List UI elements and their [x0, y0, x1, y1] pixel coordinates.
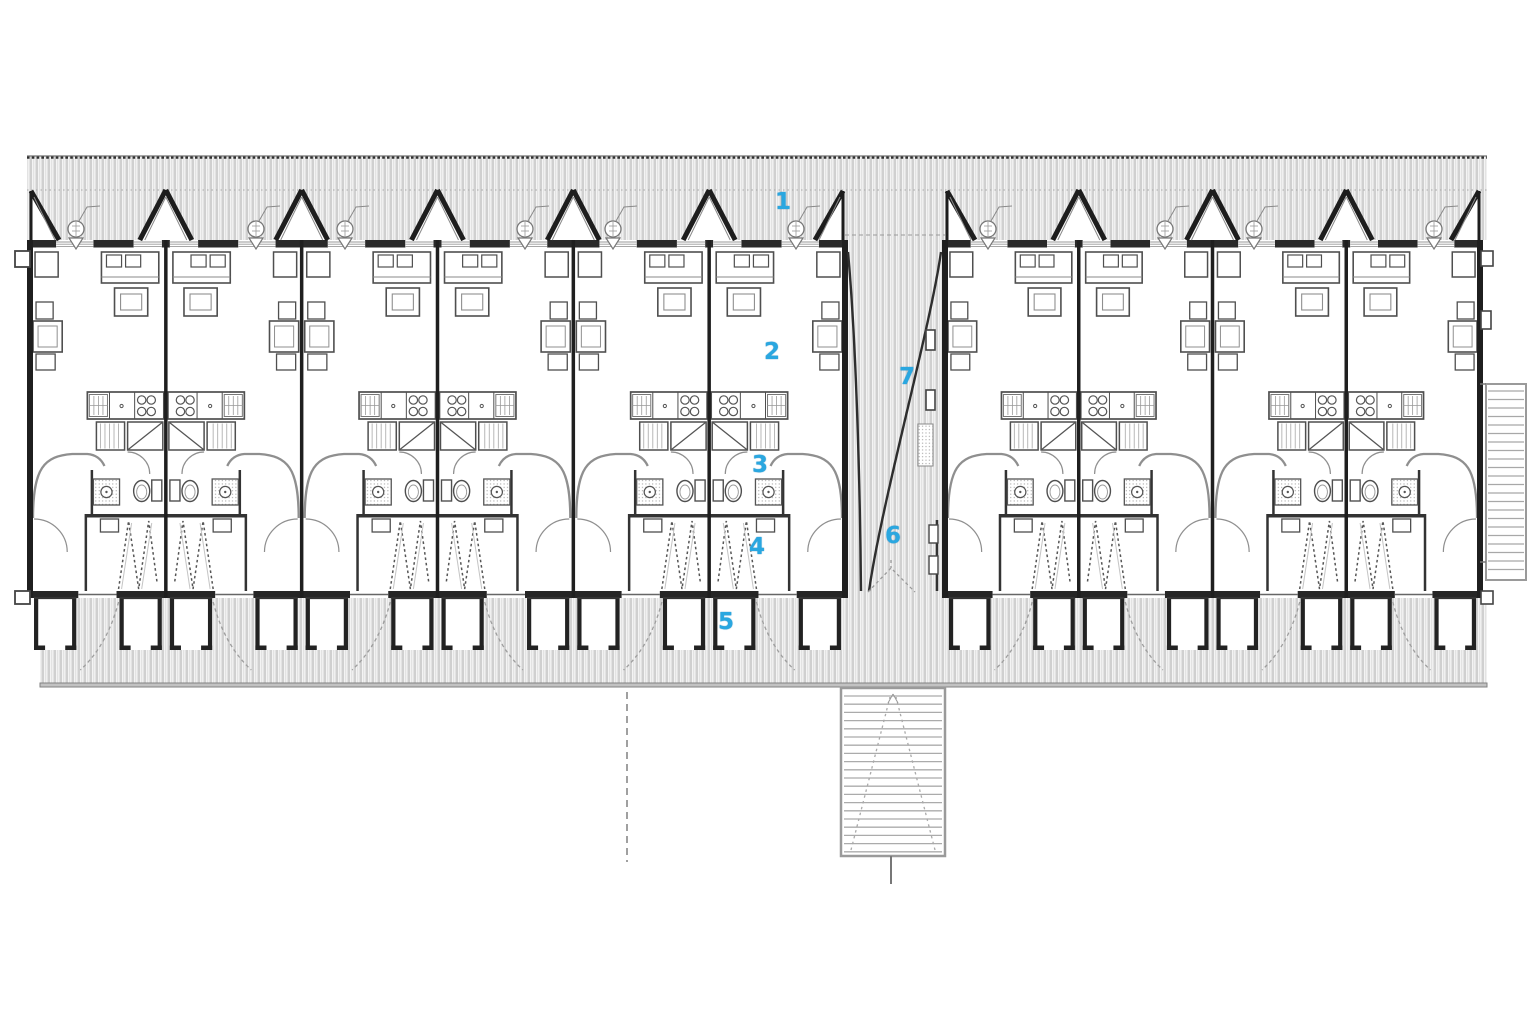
dwelling-unit — [1212, 240, 1347, 671]
plan-label-6: 6 — [884, 523, 902, 549]
dwelling-unit — [709, 240, 845, 671]
unit-walls — [27, 240, 1483, 598]
dwelling-unit — [945, 240, 1079, 671]
plan-label-4: 4 — [748, 534, 766, 560]
dwelling-unit — [30, 240, 166, 671]
dwelling-unit — [437, 240, 574, 671]
dwelling-unit — [1078, 240, 1213, 671]
exterior-stair-bottom — [839, 686, 947, 884]
dwelling-unit — [301, 240, 438, 671]
plan-annotations — [14, 250, 1494, 862]
plan-label-2: 2 — [763, 339, 781, 365]
dwelling-unit — [1346, 240, 1480, 671]
roof-gables — [28, 188, 1482, 242]
dwelling-unit — [165, 240, 302, 671]
plan-label-7: 7 — [898, 364, 916, 390]
plan-label-1: 1 — [774, 189, 792, 215]
plan-label-3: 3 — [751, 452, 769, 478]
central-walkway — [846, 251, 943, 593]
roof-drains — [67, 205, 1459, 251]
plan-label-5: 5 — [717, 609, 735, 635]
dwelling-unit — [573, 240, 710, 671]
exterior-stair-right — [1480, 383, 1527, 581]
